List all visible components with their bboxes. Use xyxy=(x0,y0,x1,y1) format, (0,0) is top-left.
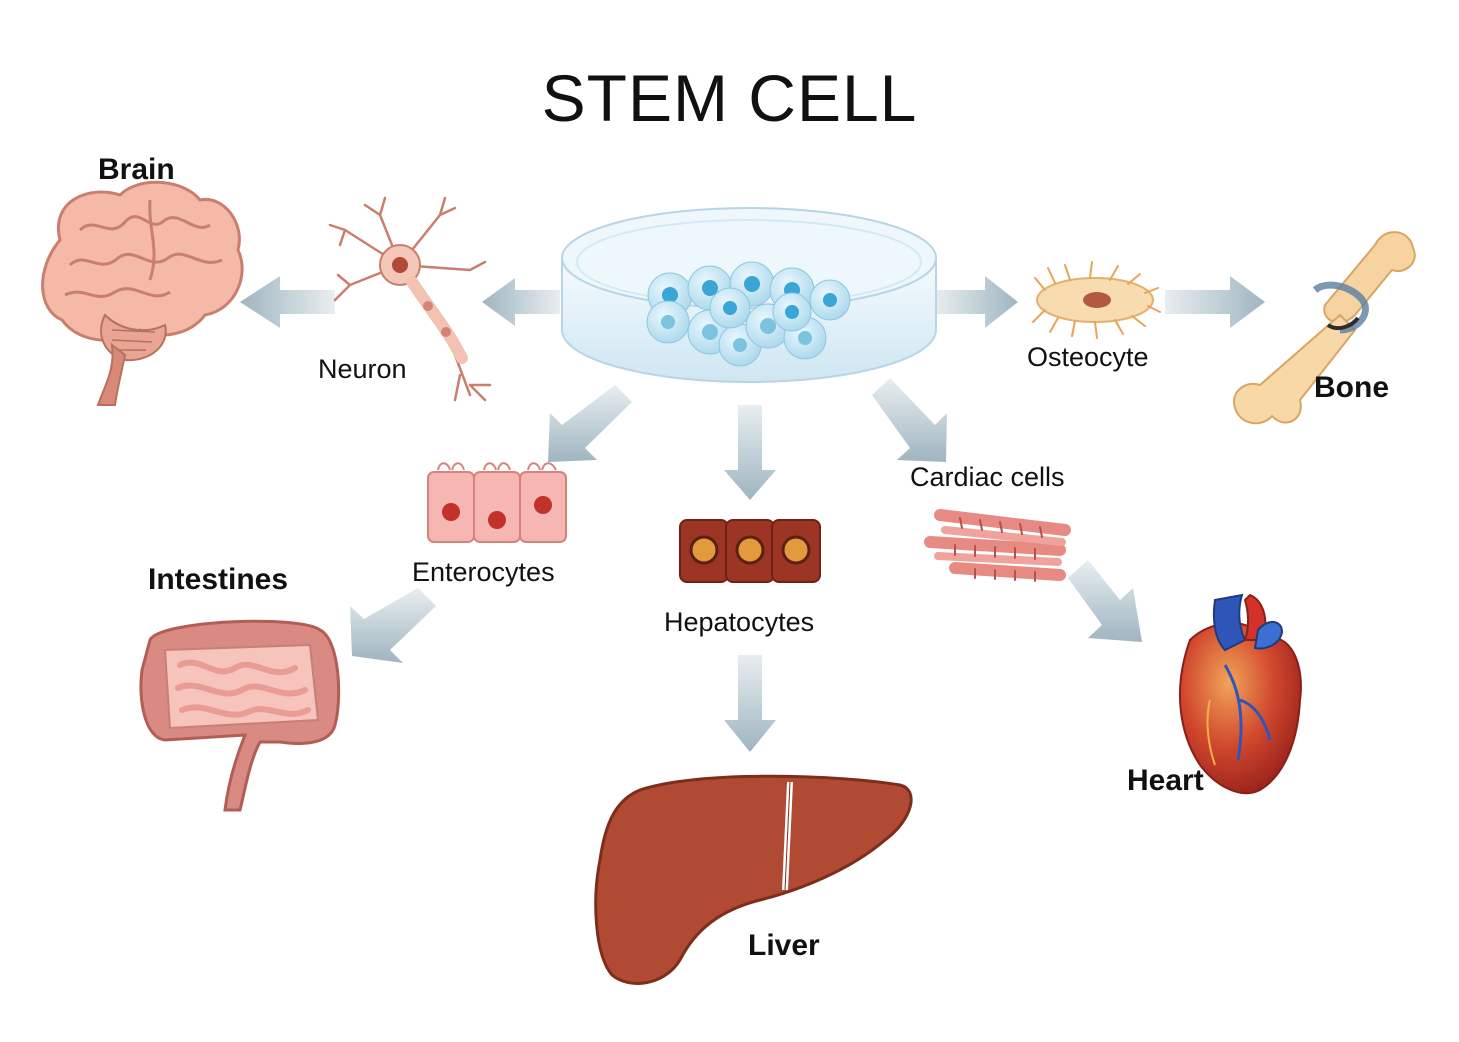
label-enterocytes: Enterocytes xyxy=(412,557,555,587)
stem-cell xyxy=(772,292,812,332)
heart-illustration xyxy=(1179,593,1302,795)
arrow-to-cardiac-cells xyxy=(872,378,947,462)
arrow-to-heart xyxy=(1068,560,1142,642)
bone-illustration xyxy=(1233,231,1416,425)
label-neuron: Neuron xyxy=(318,354,407,384)
label-hepatocytes: Hepatocytes xyxy=(664,607,815,637)
arrow-to-brain xyxy=(240,276,335,328)
intestines-illustration xyxy=(139,619,341,812)
stem-cells xyxy=(646,261,851,367)
liver-illustration xyxy=(594,774,913,985)
arrow-to-bone xyxy=(1165,276,1265,328)
label-cardiac-cells: Cardiac cells xyxy=(910,462,1065,492)
enterocytes-illustration xyxy=(427,462,567,543)
diagram-title: STEM CELL xyxy=(541,61,918,135)
arrow-to-neuron xyxy=(482,278,560,326)
arrow-to-enterocytes xyxy=(548,385,632,462)
osteocyte-illustration xyxy=(1032,261,1161,339)
cardiac-cells-illustration xyxy=(924,509,1071,582)
label-liver: Liver xyxy=(748,929,820,962)
arrow-to-hepatocytes xyxy=(724,405,776,500)
stem-cell xyxy=(646,300,690,344)
neuron-body xyxy=(379,244,468,364)
label-bone: Bone xyxy=(1314,371,1389,404)
label-brain: Brain xyxy=(98,153,175,186)
arrow-to-liver xyxy=(724,655,776,752)
label-heart: Heart xyxy=(1127,764,1204,797)
hepatocytes-illustration xyxy=(679,519,821,583)
stem-cell xyxy=(709,287,751,329)
brain-illustration xyxy=(41,180,244,406)
label-osteocyte: Osteocyte xyxy=(1027,342,1149,372)
arrow-to-osteocyte xyxy=(935,276,1018,328)
stem-cell xyxy=(809,279,851,321)
arrow-to-intestines xyxy=(350,588,436,663)
label-intestines: Intestines xyxy=(148,563,289,596)
